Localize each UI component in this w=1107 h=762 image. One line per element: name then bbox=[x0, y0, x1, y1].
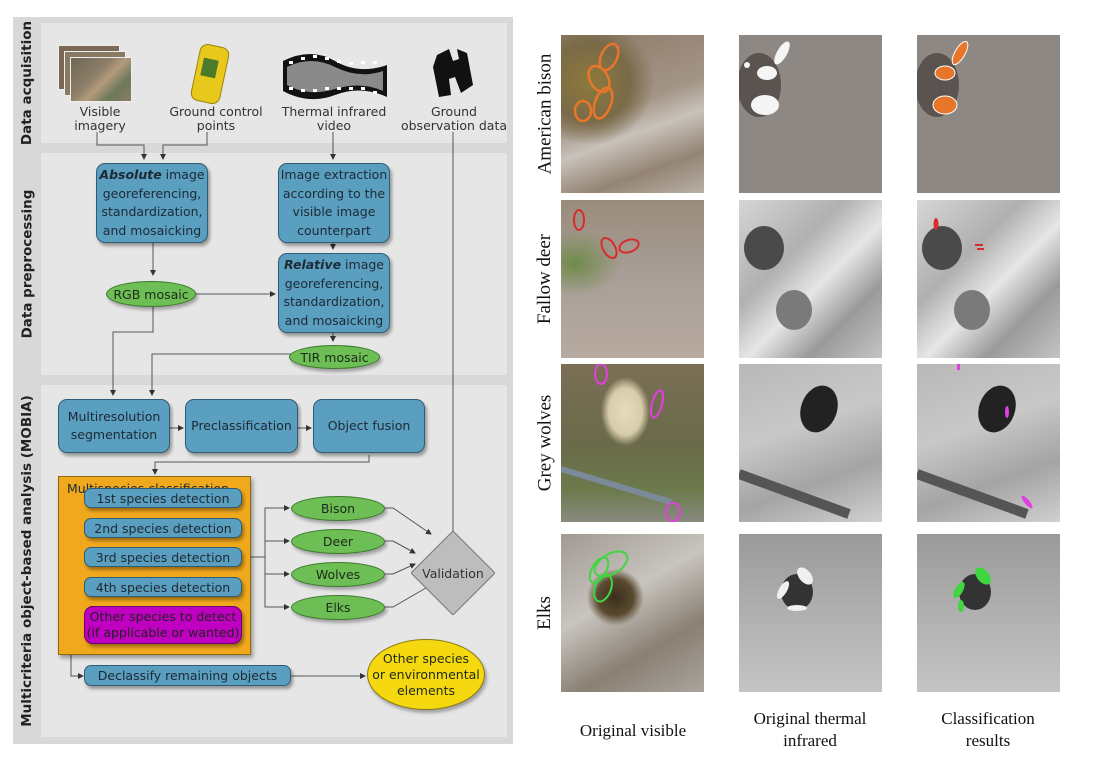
validation-label: Validation bbox=[422, 565, 484, 581]
column-label-original-visible: Original visible bbox=[579, 721, 687, 740]
aerial-image-stack-icon bbox=[58, 45, 132, 102]
rgb-mosaic-node: RGB mosaic bbox=[106, 281, 196, 307]
workflow-flowchart: Data acquisition Data preprocessing Mult… bbox=[13, 17, 513, 744]
row-label-american-bison: American bison bbox=[534, 53, 556, 175]
elks-visible-image bbox=[561, 534, 704, 692]
tir-mosaic-node: TIR mosaic bbox=[289, 345, 380, 369]
elks-thermal-image bbox=[739, 534, 882, 692]
declassify-remaining-box: Declassify remaining objects bbox=[84, 665, 291, 686]
elks-classification-image bbox=[917, 534, 1060, 692]
wolves-visible-image bbox=[560, 363, 704, 522]
validation-diamond: Validation bbox=[410, 530, 496, 616]
output-wolves: Wolves bbox=[291, 562, 385, 587]
output-bison: Bison bbox=[291, 496, 385, 521]
wolves-thermal-image bbox=[737, 364, 882, 522]
deer-visible-image bbox=[561, 200, 704, 358]
deer-classification-image bbox=[917, 200, 1060, 358]
gps-device-icon bbox=[189, 42, 231, 106]
preclassification-box: Preclassification bbox=[185, 399, 298, 453]
species-detection-4: 4th species detection bbox=[84, 577, 242, 597]
row-label-fallow-deer: Fallow deer bbox=[534, 233, 556, 325]
species-detection-2: 2nd species detection bbox=[84, 518, 242, 538]
bison-thermal-image bbox=[737, 35, 882, 193]
output-elks: Elks bbox=[291, 595, 385, 620]
output-deer: Deer bbox=[291, 529, 385, 554]
image-extraction-box: Image extraction according to the visibl… bbox=[278, 163, 390, 243]
wolves-classification-image bbox=[915, 364, 1060, 522]
binoculars-icon bbox=[431, 47, 475, 99]
absolute-georeferencing-box: Absolute image georeferencing, standardi… bbox=[96, 163, 208, 243]
film-strip-icon bbox=[281, 47, 389, 101]
object-fusion-box: Object fusion bbox=[313, 399, 425, 453]
row-label-elks: Elks bbox=[534, 596, 555, 630]
bison-classification-image bbox=[915, 35, 1060, 193]
bison-visible-image bbox=[561, 35, 704, 193]
relative-georeferencing-box: Relative image georeferencing, standardi… bbox=[278, 253, 390, 333]
other-species-detection-box: Other species to detect(if applicable or… bbox=[84, 606, 242, 644]
row-label-grey-wolves: Grey wolves bbox=[534, 394, 555, 492]
deer-thermal-image bbox=[739, 200, 882, 358]
species-detection-1: 1st species detection bbox=[84, 488, 242, 508]
species-detection-3: 3rd species detection bbox=[84, 547, 242, 567]
